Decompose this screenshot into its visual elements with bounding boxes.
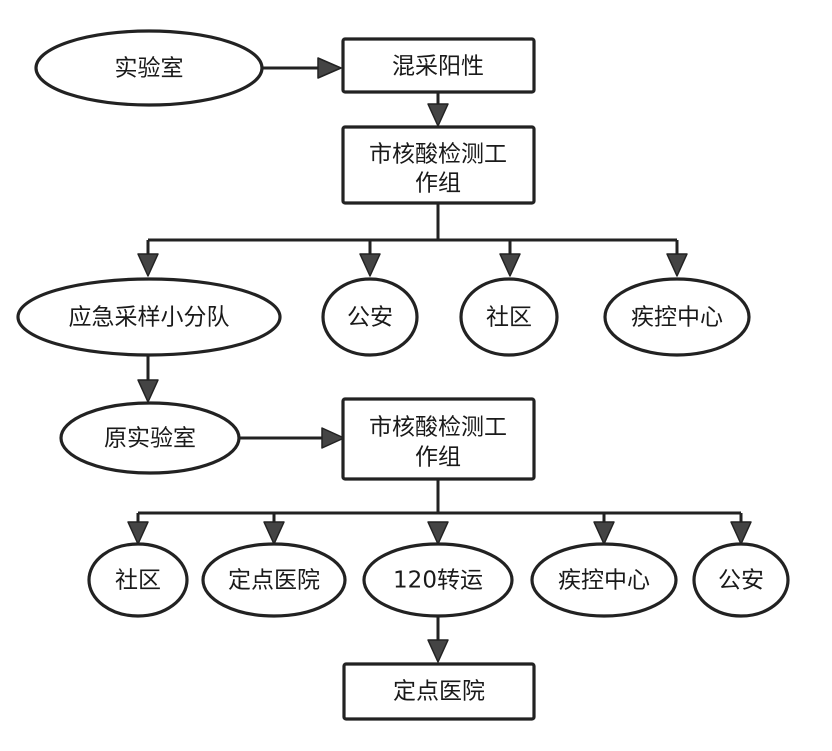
arrow-head (359, 253, 381, 277)
arrow-head (137, 253, 159, 277)
node-city-task-force-1[interactable]: 市核酸检测工 作组 (341, 125, 536, 205)
node-community-2-shape (87, 542, 189, 618)
node-designated-hospital-2-label: 定点医院 (393, 679, 485, 705)
node-community-1-label: 社区 (486, 305, 532, 331)
node-police-2[interactable]: 公安 (692, 542, 790, 618)
node-city-task-force-1-shape (341, 125, 536, 205)
node-mixed-positive[interactable]: 混采阳性 (341, 37, 536, 94)
arrow-head (666, 253, 688, 277)
arrow-head (730, 521, 752, 545)
node-transfer-120[interactable]: 120转运 (362, 542, 514, 618)
node-designated-hospital-1-shape (201, 542, 347, 618)
arrow-head (593, 521, 615, 545)
node-designated-hospital-1-label: 定点医院 (228, 568, 320, 594)
node-police-2-shape (692, 542, 790, 618)
arrow-head (427, 521, 449, 545)
node-city-task-force-2-label: 市核酸检测工 (369, 415, 507, 441)
node-police-1-label: 公安 (347, 305, 393, 331)
node-police-1-shape (321, 277, 419, 357)
node-designated-hospital-1[interactable]: 定点医院 (201, 542, 347, 618)
node-police-1[interactable]: 公安 (321, 277, 419, 357)
node-cdc-1-shape (603, 277, 751, 357)
node-transfer-120-shape (362, 542, 514, 618)
node-emergency-team[interactable]: 应急采样小分队 (16, 277, 282, 357)
node-emergency-team-label: 应急采样小分队 (69, 305, 230, 331)
node-transfer-120-label: 120转运 (393, 568, 483, 594)
node-mixed-positive-label: 混采阳性 (392, 54, 484, 80)
nodes: 实验室 混采阳性 市核酸检测工 作组 应急采样小分队 公安 社区 (16, 29, 790, 721)
arrow-head (427, 639, 449, 663)
node-city-task-force-1-label: 市核酸检测工 (369, 142, 507, 168)
arrow-head (427, 103, 449, 127)
node-lab-label: 实验室 (115, 56, 184, 82)
node-city-task-force-2-shape (341, 397, 536, 481)
arrow-head (263, 521, 285, 545)
node-police-2-label: 公安 (718, 568, 764, 594)
node-city-task-force-2[interactable]: 市核酸检测工 作组 (341, 397, 536, 481)
arrow-head (127, 521, 149, 545)
node-cdc-1[interactable]: 疾控中心 (603, 277, 751, 357)
node-cdc-2[interactable]: 疾控中心 (530, 542, 678, 618)
node-community-1-shape (459, 277, 559, 357)
node-designated-hospital-2[interactable]: 定点医院 (342, 662, 536, 721)
node-emergency-team-shape (16, 277, 282, 357)
node-cdc-2-label: 疾控中心 (558, 568, 650, 594)
node-mixed-positive-shape (341, 37, 536, 94)
node-original-lab-label: 原实验室 (104, 426, 196, 452)
node-cdc-1-label: 疾控中心 (631, 305, 723, 331)
node-lab[interactable]: 实验室 (34, 29, 264, 107)
node-cdc-2-shape (530, 542, 678, 618)
node-lab-shape (34, 29, 264, 107)
node-original-lab-shape (59, 401, 241, 475)
node-original-lab[interactable]: 原实验室 (59, 401, 241, 475)
arrow-head (499, 253, 521, 277)
arrow-head (137, 379, 159, 403)
node-community-2[interactable]: 社区 (87, 542, 189, 618)
node-city-task-force-2-label: 作组 (415, 445, 461, 471)
node-community-2-label: 社区 (115, 568, 161, 594)
node-city-task-force-1-label: 作组 (415, 171, 461, 197)
arrow-head (321, 427, 345, 449)
node-community-1[interactable]: 社区 (459, 277, 559, 357)
node-designated-hospital-2-shape (342, 662, 536, 721)
arrow-head (317, 57, 342, 79)
edges (127, 57, 752, 663)
